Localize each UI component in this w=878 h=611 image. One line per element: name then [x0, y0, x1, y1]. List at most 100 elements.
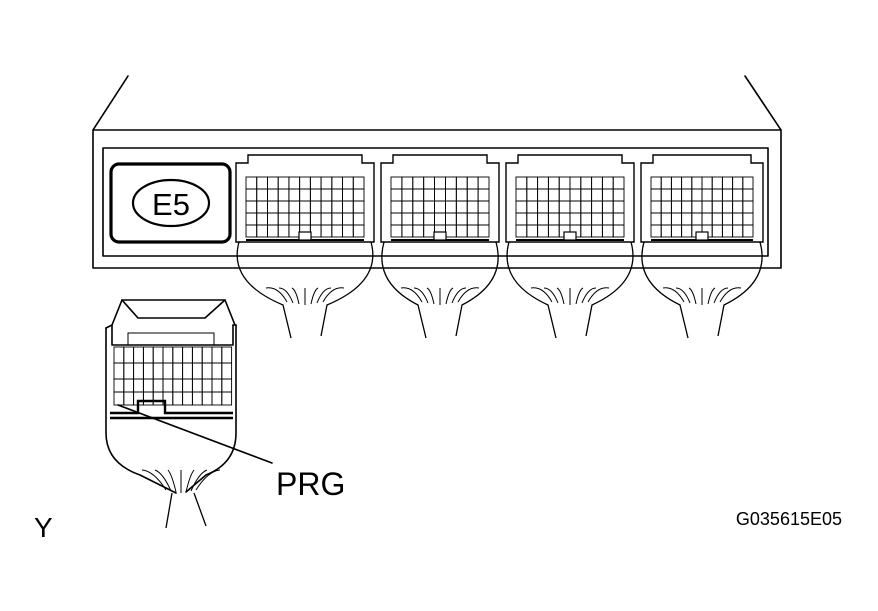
wire-strand — [413, 287, 429, 304]
connector-pin — [681, 224, 693, 238]
connector-pin — [221, 346, 233, 364]
wire-strand — [291, 287, 300, 305]
wire-strand — [167, 469, 177, 493]
ecu-connector — [640, 154, 764, 339]
connector-pin — [601, 176, 614, 190]
wire-strand — [530, 287, 553, 303]
connector-pin — [434, 200, 446, 214]
connector-pin — [612, 200, 625, 214]
connector-pin — [331, 200, 343, 214]
connector-pin — [537, 176, 549, 190]
connector-pin — [221, 378, 233, 393]
connector-pin — [660, 224, 672, 238]
connector-pin — [660, 176, 672, 190]
connector-pin — [113, 362, 125, 380]
wire-strand — [575, 287, 584, 305]
connector-pin — [455, 212, 468, 226]
connector-lock-tab — [563, 231, 577, 241]
connector-pin — [390, 212, 403, 226]
connector-pin — [711, 200, 723, 214]
e5-label-plate: E5 — [109, 162, 232, 244]
wire-strand — [581, 287, 597, 304]
figure-code: G035615E05 — [736, 509, 842, 529]
connector-pin — [477, 176, 490, 190]
connector-pin — [466, 224, 479, 238]
connector-pin — [123, 346, 135, 364]
connector-pin — [299, 200, 311, 214]
connector-pin — [152, 378, 164, 393]
connector-pin — [569, 188, 582, 202]
connector-pin — [701, 200, 713, 214]
connector-pin — [162, 362, 174, 380]
connector-pin — [320, 200, 333, 214]
connector-pin — [401, 212, 414, 226]
wire-strand — [451, 287, 467, 304]
connector-pin — [558, 200, 571, 214]
connector-pin — [580, 200, 593, 214]
connector-pin — [660, 200, 672, 214]
connector-pin — [547, 176, 560, 190]
connector-pin — [423, 212, 436, 226]
wire-strand — [316, 287, 332, 304]
connector-pin — [515, 200, 528, 214]
connector-pin — [331, 176, 343, 190]
connector-pin — [670, 176, 683, 190]
connector-pin — [742, 188, 754, 202]
connector-pin — [591, 176, 603, 190]
connector-pin — [515, 212, 528, 226]
connector-pin — [277, 212, 290, 226]
connector-pin — [182, 362, 193, 380]
connector-pin — [601, 188, 614, 202]
harness-outline — [717, 241, 763, 337]
connector-pin — [721, 200, 734, 214]
connector-pin — [172, 346, 184, 364]
wire-strand — [154, 469, 172, 492]
connector-pin — [721, 176, 734, 190]
ecu-connector — [505, 154, 635, 339]
connector-pin — [277, 176, 290, 190]
connector-pin — [331, 188, 343, 202]
connector-pin — [133, 346, 144, 364]
connector-pin — [423, 224, 436, 238]
connector-pin — [711, 212, 723, 226]
connector-pin — [245, 224, 258, 238]
wire-strand — [457, 287, 480, 303]
connector-pin — [320, 176, 333, 190]
harness-pin-grid — [113, 346, 233, 406]
connector-pin — [309, 176, 322, 190]
connector-pin — [601, 224, 614, 238]
wire-strand — [556, 287, 565, 305]
connector-pin — [390, 188, 403, 202]
connector-pin — [558, 176, 571, 190]
connector-pin — [466, 200, 479, 214]
connector-pin — [515, 176, 528, 190]
connector-pin — [288, 212, 301, 226]
wire-strand — [587, 287, 610, 303]
connector-pin — [201, 362, 213, 380]
connector-pin — [320, 188, 333, 202]
connector-pin — [352, 176, 365, 190]
connector-pin — [211, 391, 223, 406]
harness-outline — [455, 241, 499, 337]
connector-pin — [547, 212, 560, 226]
connector-pin — [191, 378, 203, 393]
connector-pin — [455, 176, 468, 190]
harness-outline — [236, 241, 292, 339]
connector-pin — [444, 188, 457, 202]
connector-pin — [267, 224, 279, 238]
connector-pin — [580, 212, 593, 226]
connector-pin — [352, 188, 365, 202]
connector-pin — [526, 176, 539, 190]
connector-pin — [721, 188, 734, 202]
connector-pin — [133, 362, 144, 380]
connector-pin — [650, 188, 662, 202]
connector-pin — [113, 378, 125, 393]
connector-pin — [342, 176, 354, 190]
connector-pin — [721, 224, 734, 238]
connector-pin — [201, 391, 213, 406]
connector-pin — [466, 176, 479, 190]
connector-pin — [267, 188, 279, 202]
connector-pin — [670, 224, 683, 238]
connector-pin — [142, 346, 154, 364]
harness-outline — [381, 241, 427, 339]
